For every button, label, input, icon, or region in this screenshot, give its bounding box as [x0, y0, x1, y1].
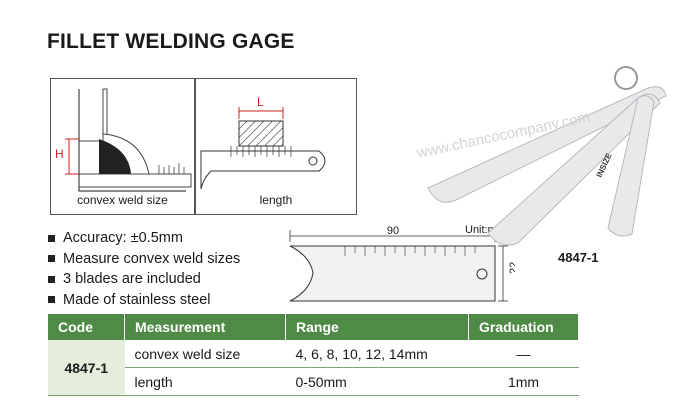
column-header-range: Range — [285, 314, 469, 340]
page-title: FILLET WELDING GAGE — [47, 30, 295, 53]
spec-item: Accuracy: ±0.5mm — [48, 228, 240, 249]
bullet-icon — [48, 234, 55, 242]
usage-diagram-drawing — [65, 88, 326, 192]
bullet-icon — [48, 296, 55, 304]
code-cell: 4847-1 — [48, 340, 125, 396]
bullet-icon — [48, 255, 55, 263]
range-cell: 0-50mm — [285, 367, 469, 396]
graduation-cell: 1mm — [468, 367, 579, 396]
spec-list: Accuracy: ±0.5mm Measure convex weld siz… — [48, 228, 240, 310]
width-dimension: 90 — [387, 226, 399, 237]
length-illustration — [200, 107, 326, 190]
measurement-cell: convex weld size — [124, 340, 286, 368]
height-dimension: 22 — [508, 262, 515, 274]
l-label: L — [257, 95, 264, 109]
spec-item: Measure convex weld sizes — [48, 249, 240, 270]
gage-dimension-drawing: 90 22 — [289, 226, 515, 302]
column-header-code: Code — [48, 314, 125, 340]
table-header-row: Code Measurement Range Graduation — [48, 314, 579, 340]
graduation-cell: — — [468, 340, 579, 368]
length-caption: length — [259, 193, 293, 207]
convex-weld-caption: convex weld size — [77, 193, 168, 207]
table-row: 4847-1 convex weld size 4, 6, 8, 10, 12,… — [48, 340, 579, 396]
column-header-graduation: Graduation — [468, 314, 579, 340]
usage-diagram: convex weld size length H L — [50, 78, 357, 215]
bullet-icon — [48, 275, 55, 283]
column-header-measurement: Measurement — [124, 314, 286, 340]
measurement-cell: length — [124, 367, 286, 396]
specification-table: Code Measurement Range Graduation 4847-1… — [48, 314, 579, 396]
model-number: 4847-1 — [558, 250, 599, 265]
product-photo: www.chancocompany.com INSIZE — [414, 66, 667, 246]
diagram-divider — [194, 79, 196, 214]
h-label: H — [55, 147, 64, 161]
range-cell: 4, 6, 8, 10, 12, 14mm — [285, 340, 469, 368]
table-row: length 0-50mm 1mm — [48, 367, 579, 396]
spec-item: Made of stainless steel — [48, 290, 240, 311]
spec-item: 3 blades are included — [48, 269, 240, 290]
convex-weld-illustration — [65, 88, 192, 192]
